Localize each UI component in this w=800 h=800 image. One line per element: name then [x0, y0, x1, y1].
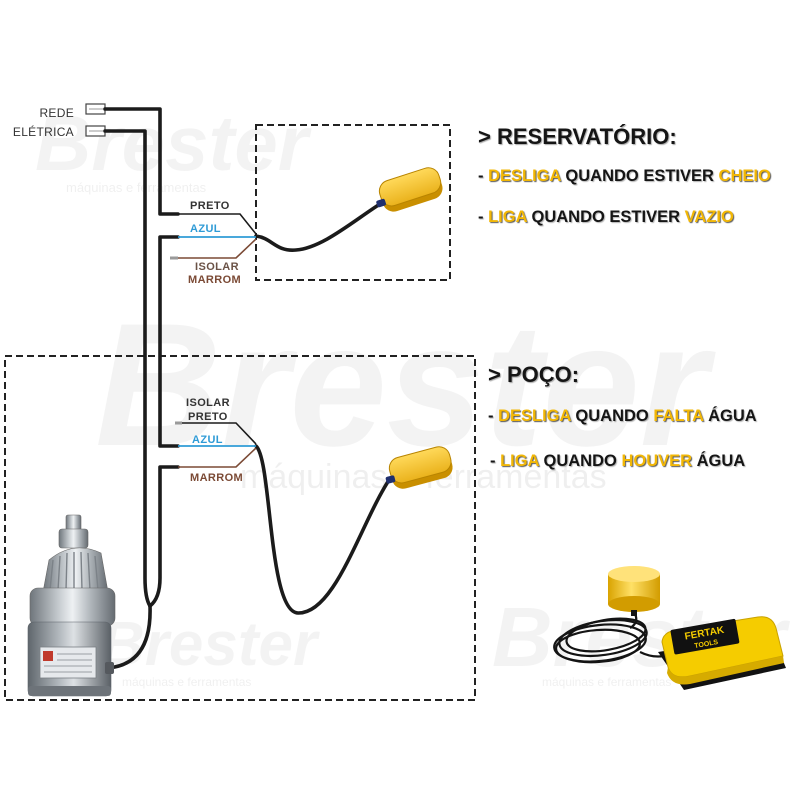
power-source-label-2: ELÉTRICA	[13, 124, 74, 139]
flat-float-switch-icon: FERTAK TOOLS	[658, 616, 786, 690]
reservoir-zone-border	[255, 124, 451, 281]
cable-coil	[553, 611, 665, 664]
product-brand-line2: TOOLS	[694, 639, 719, 650]
power-source-label-1: REDE	[39, 106, 74, 120]
wire-well-marrom-to-pump	[148, 465, 180, 608]
rule-action: LIGA	[488, 208, 527, 226]
reservoir-label-marrom: MARROM	[188, 274, 241, 286]
rule-state: FALTA	[653, 407, 704, 425]
rule-action: LIGA	[500, 452, 539, 470]
watermark-tagline-bottom-right: máquinas e ferramentas	[542, 675, 671, 689]
rule-state: CHEIO	[718, 167, 771, 185]
reservoir-label-azul: AZUL	[190, 223, 221, 235]
well-label-azul: AZUL	[192, 434, 223, 446]
rule-dash: -	[478, 167, 484, 185]
well-label-isolar: ISOLAR	[186, 397, 230, 409]
well-label-marrom: MARROM	[190, 472, 243, 484]
rule-dash: -	[478, 208, 484, 226]
reservoir-wire-preto	[178, 213, 257, 235]
reservoir-label-preto: PRETO	[190, 200, 230, 212]
rule-dash: -	[488, 407, 494, 425]
float-switch-product-photo: FERTAK TOOLS	[553, 566, 786, 690]
wire-mains-to-reservoir-preto	[103, 107, 180, 216]
watermark-tagline-bottom-left: máquinas e ferramentas	[122, 675, 251, 689]
plug-terminal-icon	[85, 125, 106, 137]
plug-terminal-icon	[85, 103, 106, 115]
well-rule-off: - DESLIGA QUANDO FALTA ÁGUA	[488, 408, 757, 425]
rule-state: HOUVER	[621, 452, 693, 470]
rule-action: DESLIGA	[488, 167, 561, 185]
well-heading: > POÇO:	[488, 362, 580, 387]
rule-condition: QUANDO	[575, 407, 649, 425]
reservoir-wire-marrom	[178, 238, 257, 259]
reservoir-rule-on: - LIGA QUANDO ESTIVER VAZIO	[478, 209, 734, 226]
watermark-tagline-top: máquinas e ferramentas	[66, 180, 207, 195]
power-source: REDE ELÉTRICA	[13, 103, 106, 139]
well-zone-border	[4, 355, 476, 701]
float-switch-icon	[376, 167, 443, 212]
float-switch-icon	[385, 446, 453, 489]
wire-mains-to-pump	[103, 129, 152, 608]
watermark-brand-top: Brester	[35, 99, 312, 187]
hanging-float-icon	[608, 566, 660, 616]
reservoir-float-cable	[254, 202, 382, 252]
rule-dash: -	[490, 452, 496, 470]
reservoir-wire-group	[170, 213, 257, 260]
rule-condition: QUANDO ESTIVER	[531, 208, 681, 226]
rule-condition: QUANDO ESTIVER	[565, 167, 714, 185]
rule-tail: ÁGUA	[708, 407, 757, 425]
watermark-brand-center: Brester	[95, 288, 717, 483]
rule-action: DESLIGA	[498, 407, 571, 425]
reservoir-label-isolar: ISOLAR	[195, 261, 239, 273]
product-brand-label	[670, 618, 740, 655]
rule-tail: ÁGUA	[696, 452, 746, 470]
rule-state: VAZIO	[684, 208, 734, 226]
well-float-cable	[254, 444, 391, 615]
wire-pump-cable	[106, 604, 152, 670]
well-rule-on: - LIGA QUANDO HOUVER ÁGUA	[490, 453, 745, 470]
well-wire-preto	[182, 422, 257, 445]
rule-condition: QUANDO	[543, 452, 617, 470]
well-wire-marrom	[178, 447, 257, 468]
wire-reservoir-azul-to-well-azul	[158, 235, 180, 448]
well-label-preto: PRETO	[188, 411, 228, 423]
watermark-brand-bottom-left: Brester	[100, 610, 320, 679]
submersible-pump-icon	[27, 514, 116, 697]
reservoir-rule-off: - DESLIGA QUANDO ESTIVER CHEIO	[478, 168, 771, 185]
well-wire-group	[175, 421, 257, 468]
reservoir-heading: > RESERVATÓRIO:	[478, 124, 677, 149]
